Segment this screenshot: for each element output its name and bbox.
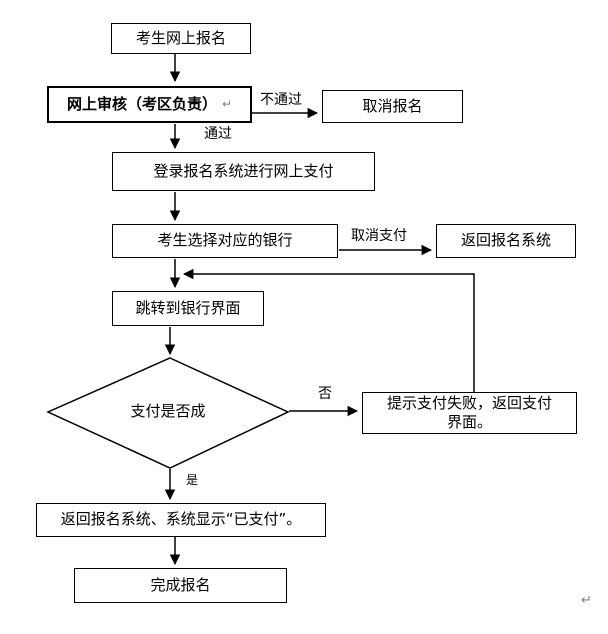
paragraph-mark-icon: ↵ [221, 96, 233, 111]
node-finish-label: 完成报名 [150, 575, 211, 594]
edge-label-yes: 是 [186, 473, 199, 487]
connector-fail-feedback-to-bankpage [182, 268, 475, 392]
node-finish: 完成报名 [74, 568, 287, 603]
node-cancel-registration: 取消报名 [322, 90, 463, 123]
node-bank-interface-label: 跳转到银行界面 [135, 298, 241, 317]
edge-label-cancel-payment: 取消支付 [351, 228, 407, 244]
node-payment-decision-label: 支付是否成 [130, 402, 206, 421]
node-login-payment: 登录报名系统进行网上支付 [112, 152, 375, 191]
node-choose-bank: 考生选择对应的银行 [112, 224, 338, 258]
edge-label-no: 否 [318, 386, 332, 402]
node-payment-failed-line1: 提示支付失败，返回支付 [386, 393, 552, 412]
node-cancel-registration-label: 取消报名 [362, 96, 423, 115]
node-bank-interface: 跳转到银行界面 [112, 291, 264, 326]
edge-label-not-passed: 不通过 [260, 92, 302, 108]
node-payment-decision: 支付是否成 [88, 401, 248, 423]
page-paragraph-mark-icon: ↵ [581, 593, 592, 608]
node-login-payment-label: 登录报名系统进行网上支付 [153, 161, 334, 180]
node-return-registration: 返回报名系统 [436, 224, 576, 258]
node-register-label: 考生网上报名 [135, 28, 226, 47]
node-return-registration-label: 返回报名系统 [460, 231, 551, 250]
decision-diamond-shape [46, 357, 290, 469]
edge-label-passed: 通过 [204, 126, 232, 142]
node-payment-success: 返回报名系统、系统显示“已支付”。 [36, 503, 326, 537]
node-review-label: 网上审核（考区负责） [66, 94, 217, 113]
node-payment-failed: 提示支付失败，返回支付 界面。 [362, 392, 577, 434]
node-register: 考生网上报名 [111, 23, 251, 54]
node-payment-success-label: 返回报名系统、系统显示“已支付”。 [60, 510, 302, 529]
node-payment-failed-line2: 界面。 [446, 413, 492, 431]
node-choose-bank-label: 考生选择对应的银行 [157, 231, 293, 250]
node-review: 网上审核（考区负责） ↵ [47, 86, 252, 123]
